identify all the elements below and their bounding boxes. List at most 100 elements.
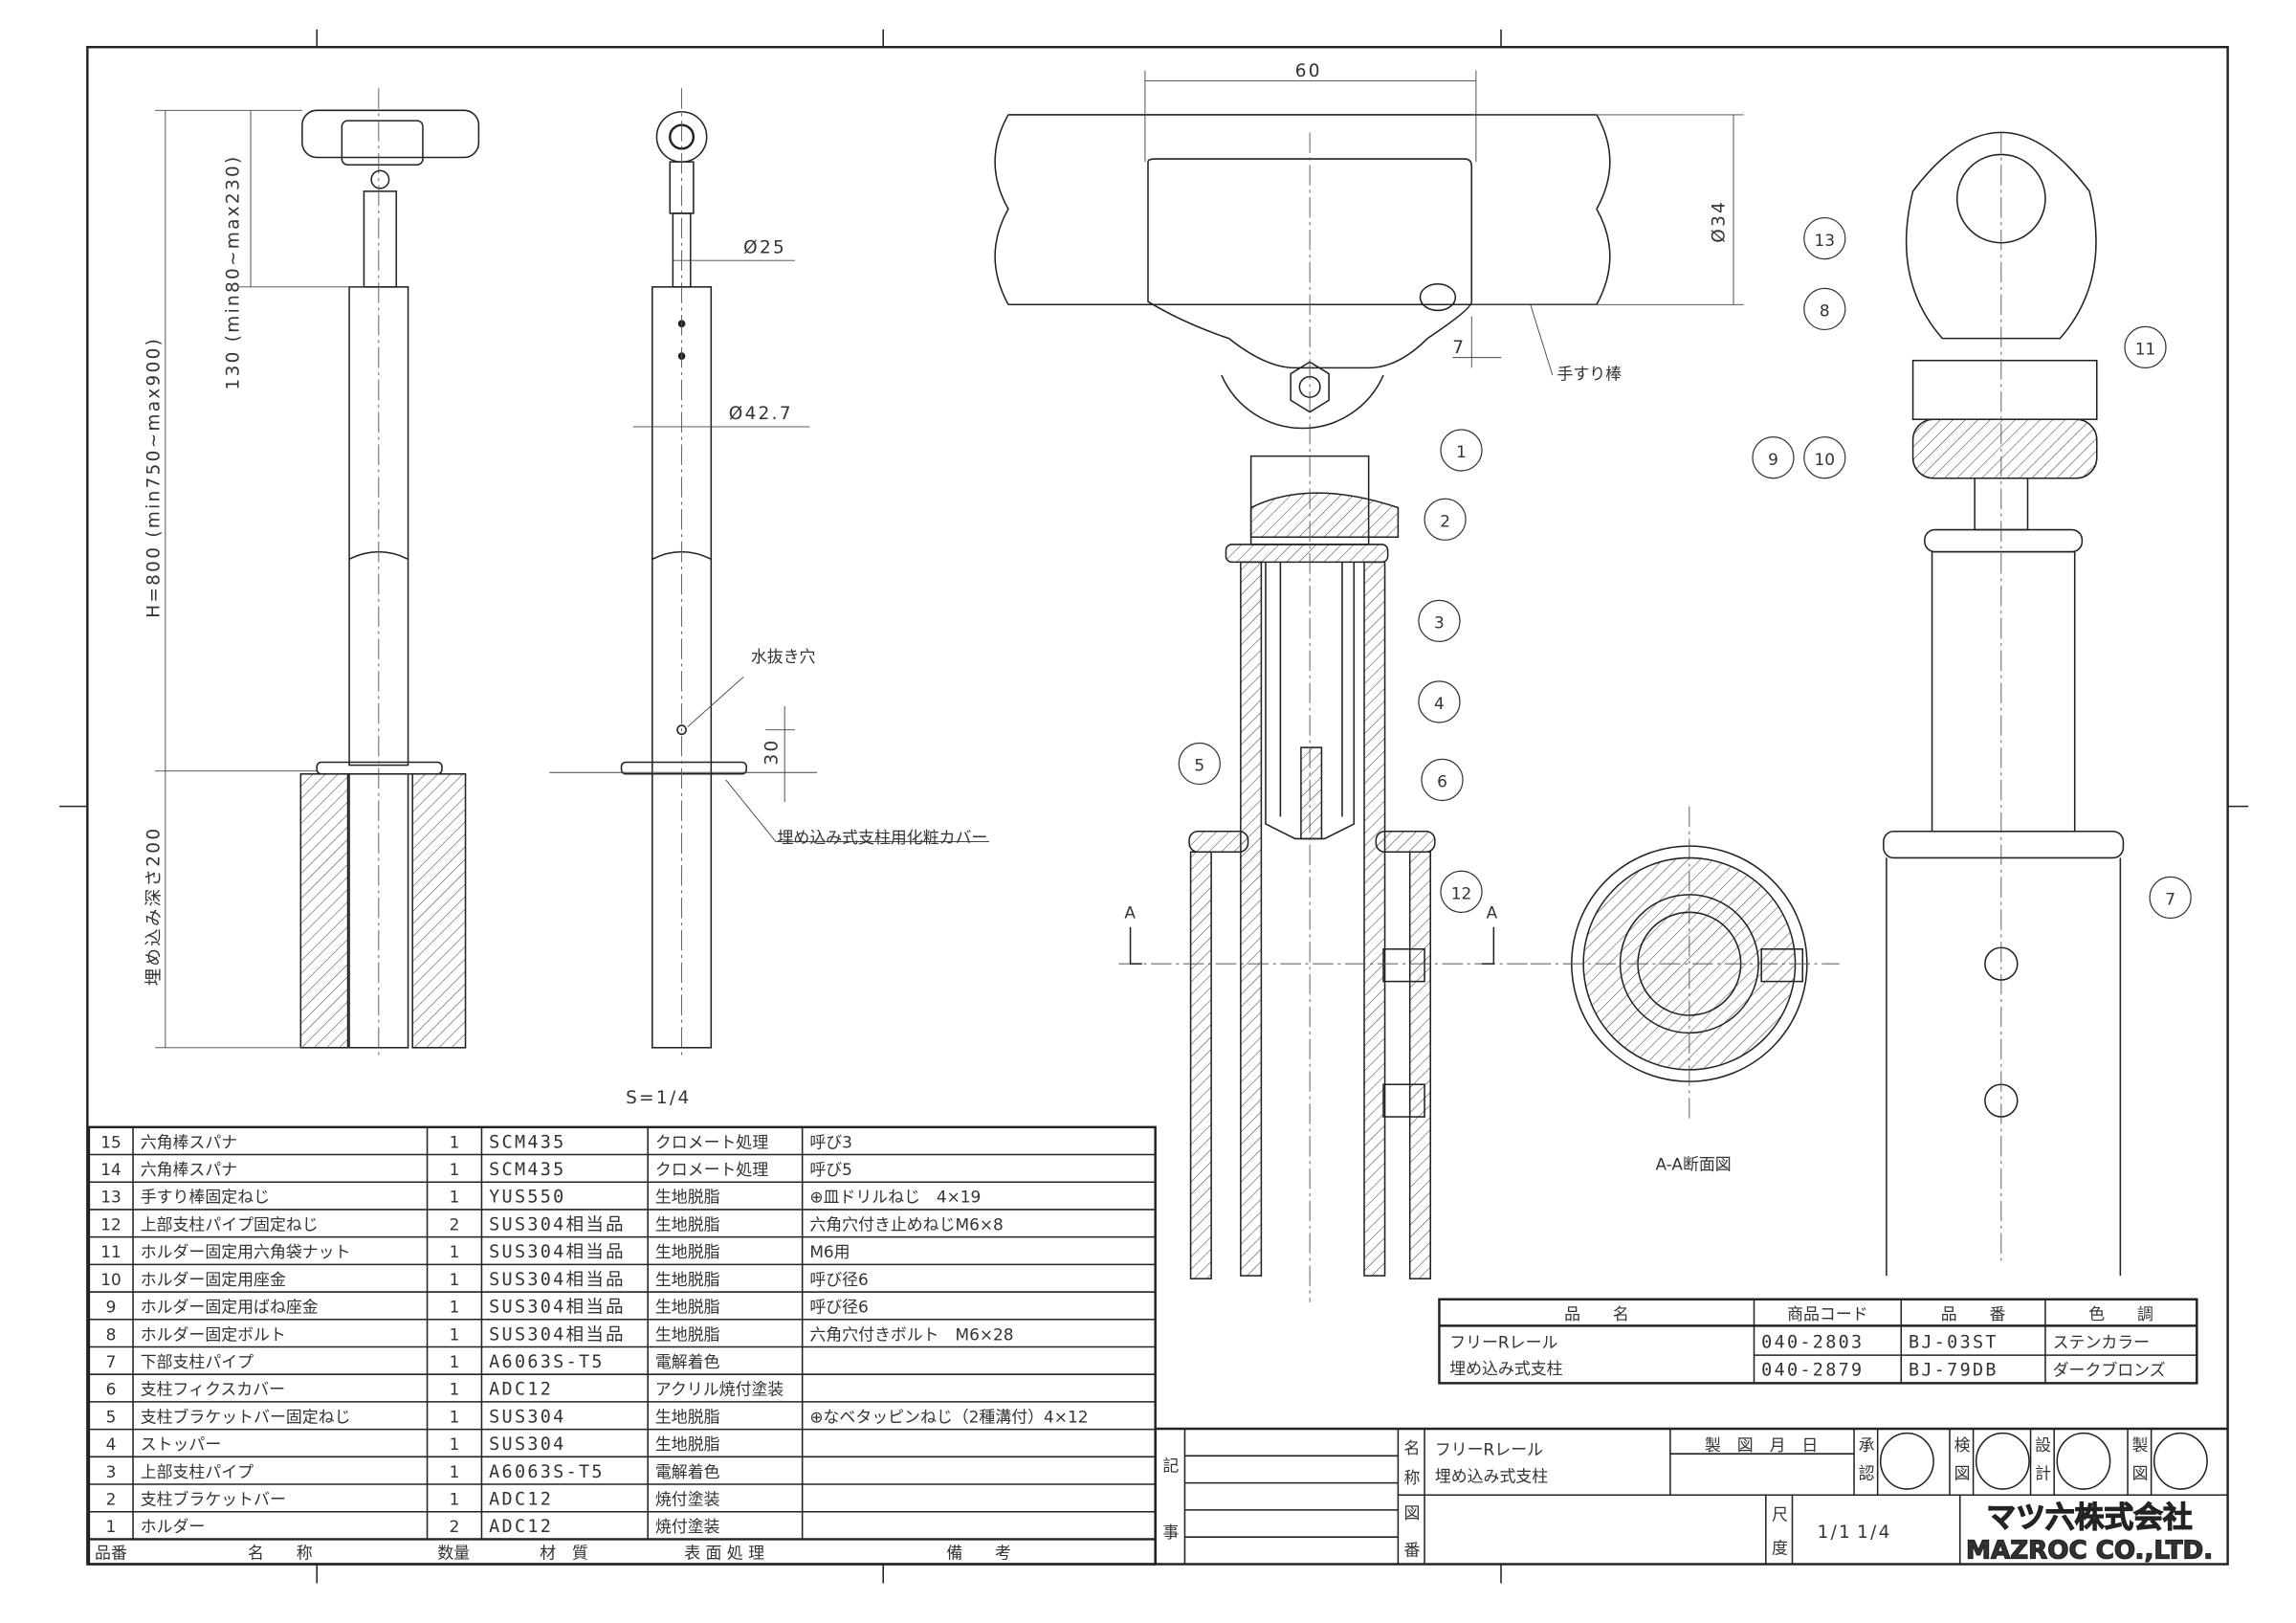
cell-no: 12 — [100, 1214, 121, 1234]
cell-material: SUS304相当品 — [489, 1324, 626, 1345]
drawing-no-label: 番 — [1404, 1540, 1421, 1559]
balloon-number-10: 10 — [1815, 450, 1836, 469]
cell-name: ホルダー固定ボルト — [141, 1324, 286, 1344]
cell-note: 呼び径6 — [809, 1298, 868, 1317]
cell-no: 5 — [106, 1407, 117, 1426]
product-color: ダークブロンズ — [2053, 1361, 2166, 1380]
parts-table-border — [87, 1125, 1157, 1566]
cell-name: 支柱ブラケットバー固定ねじ — [141, 1407, 351, 1426]
remarks-label: 事 — [1162, 1523, 1179, 1542]
balloon-number-6: 6 — [1437, 772, 1447, 791]
cell-name: 下部支柱パイプ — [141, 1352, 254, 1371]
cell-material: ADC12 — [489, 1517, 553, 1537]
cell-note: 呼び3 — [809, 1132, 852, 1151]
name-label: 名 — [1404, 1438, 1421, 1457]
cell-qty: 1 — [450, 1380, 460, 1399]
cell-name: 支柱ブラケットバー — [141, 1490, 286, 1509]
balloon-circle — [1752, 436, 1795, 479]
stamp-label: 認 — [1859, 1463, 1875, 1482]
cell-no: 2 — [106, 1490, 117, 1509]
width-dimension-60: 60 — [1295, 61, 1322, 81]
balloon-circle — [1440, 429, 1483, 472]
cell-name: ストッパー — [141, 1434, 222, 1454]
balloon-circle — [1803, 216, 1846, 260]
stamp-label: 製 — [2132, 1435, 2149, 1455]
scale-label: S=1/4 — [626, 1088, 691, 1108]
balloon-number-9: 9 — [1768, 450, 1778, 469]
title-name-line: 埋め込み式支柱 — [1435, 1466, 1548, 1485]
drain-hole-label: 水抜き穴 — [751, 647, 816, 666]
section-a-a-view: A-A断面図 — [1530, 806, 1840, 1173]
product-color: ステンカラー — [2053, 1332, 2150, 1351]
cell-material: SUS304 — [489, 1407, 565, 1427]
cell-finish: アクリル焼付塗装 — [655, 1380, 784, 1399]
stamp-label: 承 — [1859, 1435, 1875, 1455]
balloon-circle — [1803, 436, 1846, 479]
balloon-circle — [1418, 680, 1461, 723]
product-table-border — [1438, 1298, 2198, 1385]
product-header: 色 調 — [2088, 1304, 2153, 1323]
cell-no: 3 — [106, 1462, 117, 1481]
side-elevation-view: Ø25 Ø42.7 水抜き穴 30 埋め込み式支柱用化粧カバー S=1/4 — [549, 88, 989, 1108]
cell-finish: 生地脱脂 — [655, 1270, 720, 1289]
stamp-label: 設 — [2035, 1435, 2051, 1455]
balloon-number-11: 11 — [2135, 340, 2156, 359]
offset-dimension-7: 7 — [1452, 338, 1466, 358]
cell-no: 15 — [100, 1132, 121, 1151]
company-logo-jp: マツ六株式会社 — [1986, 1501, 2193, 1535]
cell-no: 1 — [106, 1517, 117, 1536]
cell-finish: クロメート処理 — [655, 1132, 768, 1151]
product-code: 040-2803 — [1761, 1332, 1864, 1352]
cell-finish: 電解着色 — [655, 1462, 720, 1481]
enlarged-section-view: 60 Ø34 7 手すり棒 A A — [994, 61, 1744, 1302]
cell-qty: 2 — [450, 1214, 460, 1234]
balloon-number-4: 4 — [1434, 694, 1445, 713]
scale-value: 1/1 — [1818, 1523, 1853, 1543]
cell-qty: 2 — [450, 1517, 460, 1536]
cell-qty: 1 — [450, 1188, 460, 1207]
cell-name: 支柱フィクスカバー — [141, 1380, 285, 1399]
cell-no: 14 — [100, 1160, 121, 1179]
name-label: 称 — [1404, 1468, 1421, 1487]
cell-no: 8 — [106, 1324, 117, 1344]
product-header: 商品コード — [1787, 1304, 1868, 1323]
cell-note: 呼び5 — [809, 1160, 852, 1179]
cell-note: 六角穴付き止めねじM6×8 — [809, 1214, 1003, 1234]
cell-qty: 1 — [450, 1407, 460, 1426]
cell-no: 11 — [100, 1242, 121, 1261]
cell-finish: 生地脱脂 — [655, 1407, 720, 1426]
date-label: 製 図 月 日 — [1705, 1435, 1818, 1455]
cell-material: SUS304相当品 — [489, 1214, 626, 1234]
cell-name: 上部支柱パイプ固定ねじ — [141, 1214, 319, 1234]
cell-no: 10 — [100, 1270, 121, 1289]
table-row: 5 支柱ブラケットバー固定ねじ 1 SUS304 生地脱脂 ⊕なベタッピンねじ（2種溝付）… — [106, 1407, 1089, 1427]
section-label: A-A断面図 — [1655, 1154, 1731, 1173]
header-cell: 数量 — [437, 1543, 470, 1562]
cell-no: 9 — [106, 1298, 117, 1317]
cell-qty: 1 — [450, 1434, 460, 1454]
cell-qty: 1 — [450, 1462, 460, 1481]
cell-finish: 生地脱脂 — [655, 1188, 720, 1207]
cell-finish: 電解着色 — [655, 1352, 720, 1371]
balloon-circle — [1440, 870, 1483, 913]
balloon-circle — [1418, 599, 1461, 643]
cell-no: 7 — [106, 1352, 117, 1371]
adjust-dimension: 130 (min80~max230) — [224, 154, 244, 389]
cell-material: A6063S-T5 — [489, 1352, 605, 1372]
cell-note: ⊕なベタッピンねじ（2種溝付）4×12 — [809, 1407, 1088, 1426]
approval-stamp-circle — [1975, 1432, 2030, 1490]
scale-value: 1/4 — [1857, 1523, 1892, 1543]
balloon-circle — [1424, 498, 1467, 541]
cell-qty: 1 — [450, 1270, 460, 1289]
cell-qty: 1 — [450, 1132, 460, 1151]
